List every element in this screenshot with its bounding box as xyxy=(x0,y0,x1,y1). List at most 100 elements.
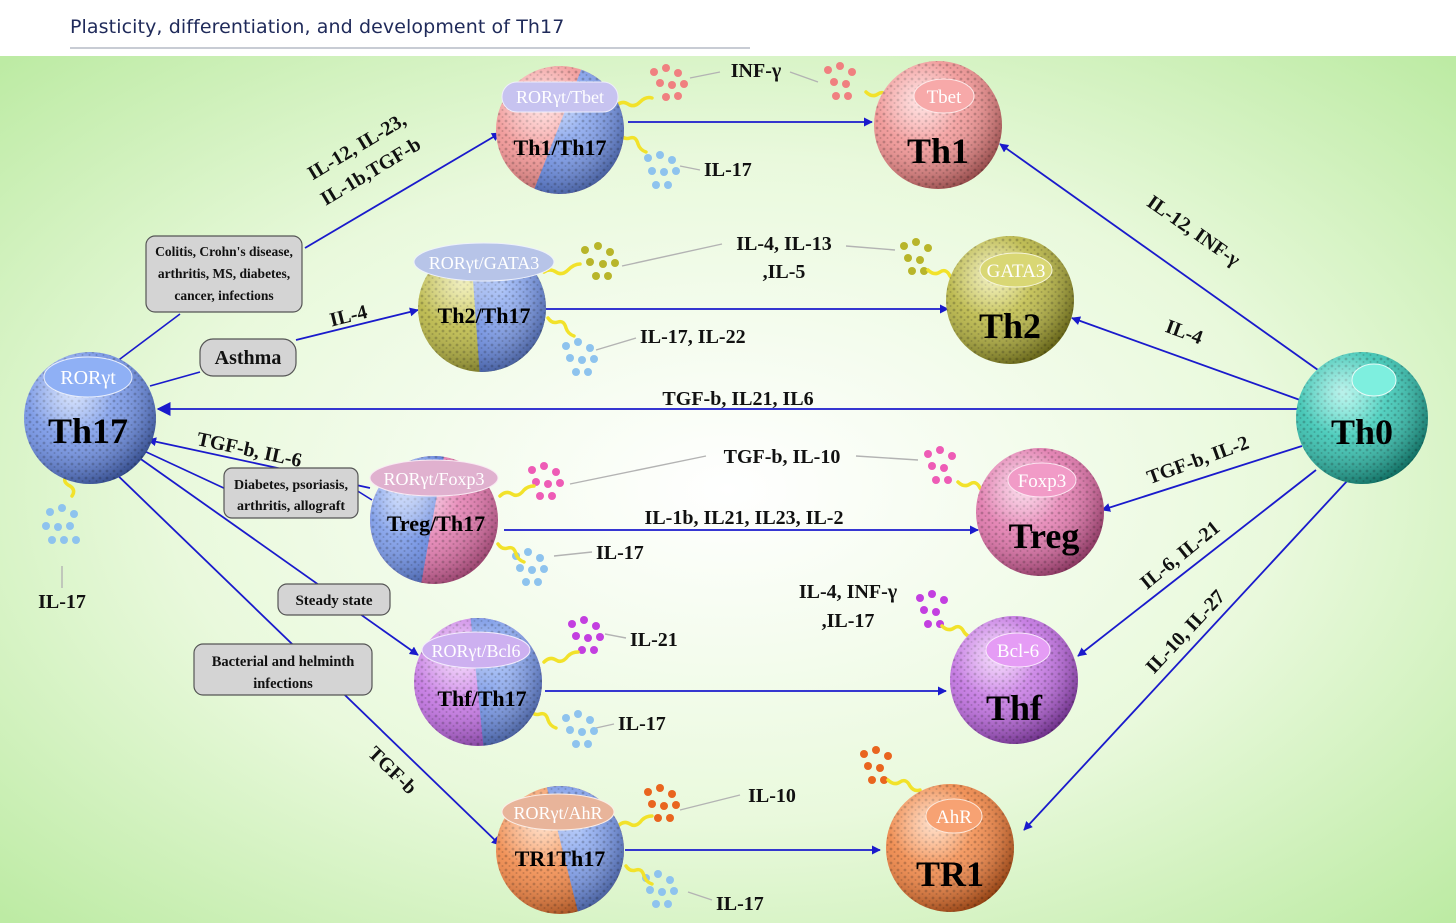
cytokine-tr1-il17: IL-17 xyxy=(716,893,764,915)
cell-th17-name: Th17 xyxy=(48,411,128,451)
particles-th1th17-inf xyxy=(650,64,688,101)
header-rule xyxy=(70,47,750,49)
particles-th1-inf xyxy=(824,62,856,100)
page-title: Plasticity, differentiation, and develop… xyxy=(70,16,565,38)
figure-header: Plasticity, differentiation, and develop… xyxy=(0,0,1456,56)
cytokine-particles xyxy=(42,62,956,908)
condition-boxes: Colitis, Crohn's disease, arthritis, MS,… xyxy=(145,235,391,696)
cytokine-treg-tgf: TGF-b, IL-10 xyxy=(724,446,841,468)
cell-th1-name: Th1 xyxy=(907,131,969,171)
cell-th2-marker: GATA3 xyxy=(987,261,1046,282)
cytokine-th17-il17: IL-17 xyxy=(38,591,86,613)
particles-th2-il4 xyxy=(900,238,932,275)
particles-thfth17-il21 xyxy=(568,616,604,654)
particles-tr1th17-il10 xyxy=(644,784,680,822)
cytokine-pointers xyxy=(61,71,919,901)
cell-tr1th17-marker: RORγt/AhR xyxy=(514,803,603,823)
cell-thf-name: Thf xyxy=(986,688,1043,728)
label-th0-th17: TGF-b, IL21, IL6 xyxy=(662,388,813,410)
particles-thf-il4 xyxy=(916,590,948,628)
cell-th2: GATA3 Th2 xyxy=(946,236,1074,364)
cell-treg-marker: Foxp3 xyxy=(1018,471,1067,492)
cytokine-th2-il17: IL-17, IL-22 xyxy=(640,326,746,348)
cell-tr1th17-name: TR1Th17 xyxy=(515,846,605,871)
diagram-background xyxy=(0,56,1456,923)
cell-tr1th17: RORγt/AhR TR1Th17 xyxy=(496,786,624,914)
secretion-signals xyxy=(62,90,992,886)
box-bacterial-line-1: Bacterial and helminth xyxy=(212,654,355,670)
cytokine-thf-il21: IL-21 xyxy=(630,629,678,651)
cell-tr1-name: TR1 xyxy=(916,854,984,894)
particles-th2th17-il4 xyxy=(581,242,619,280)
cytokine-th2-il5: ,IL-5 xyxy=(763,261,806,283)
cell-th2th17: RORγt/GATA3 Th2/Th17 xyxy=(413,242,555,372)
arrow-th0-to-th2 xyxy=(1071,316,1301,401)
cell-th1: Tbet Th1 xyxy=(874,61,1002,189)
arrows xyxy=(109,117,1349,855)
cell-th17-marker: RORγt xyxy=(60,367,116,389)
th17-plasticity-diagram: Colitis, Crohn's disease, arthritis, MS,… xyxy=(0,56,1456,923)
box-colitis-line-3: cancer, infections xyxy=(174,288,273,303)
cytokine-thf-il17b: ,IL-17 xyxy=(822,610,875,632)
cell-th1th17-marker: RORγt/Tbet xyxy=(516,87,604,107)
cell-th1th17-name: Th1/Th17 xyxy=(514,135,607,160)
cytokine-thf-il4: IL-4, INF-γ xyxy=(799,581,898,603)
particles-treg-tgf xyxy=(924,446,956,484)
cytokine-tr1-il10: IL-10 xyxy=(748,785,796,807)
cytokine-th2-il4: IL-4, IL-13 xyxy=(736,233,832,255)
particles-th1th17-il17 xyxy=(644,151,680,189)
box-diabetes-line-2: arthritis, allograft xyxy=(237,499,345,514)
cell-tregth17: RORγt/Foxp3 Treg/Th17 xyxy=(369,456,499,584)
cell-tregth17-name: Treg/Th17 xyxy=(387,511,485,536)
cell-th1th17: RORγt/Tbet Th1/Th17 xyxy=(496,66,624,194)
cell-th2-name: Th2 xyxy=(979,306,1041,346)
particles-tr1-il10 xyxy=(860,746,892,784)
particles-tregth17-il17 xyxy=(512,548,548,586)
cytokine-thf-il17: IL-17 xyxy=(618,713,666,735)
box-connectors xyxy=(107,313,373,501)
particles-thfth17-il17 xyxy=(562,710,598,748)
cytokine-treg-il17: IL-17 xyxy=(596,542,644,564)
cell-treg-name: Treg xyxy=(1009,516,1080,556)
cell-th2th17-name: Th2/Th17 xyxy=(438,303,531,328)
cell-thf: Bcl-6 Thf xyxy=(950,616,1078,744)
cytokine-th1-il17: IL-17 xyxy=(704,159,752,181)
arrow-th17-to-th1th17 xyxy=(304,132,501,249)
cell-th2th17-marker: RORγt/GATA3 xyxy=(429,253,540,273)
arrow-th0-to-tr1 xyxy=(1023,479,1349,831)
label-tregth17-treg: IL-1b, IL21, IL23, IL-2 xyxy=(645,507,844,529)
box-steady-label: Steady state xyxy=(295,593,372,609)
box-colitis: Colitis, Crohn's disease, arthritis, MS,… xyxy=(145,235,303,313)
box-colitis-line-2: arthritis, MS, diabetes, xyxy=(158,266,290,281)
box-colitis-line-1: Colitis, Crohn's disease, xyxy=(155,244,293,259)
box-diabetes: Diabetes, psoriasis, arthritis, allograf… xyxy=(223,467,359,519)
cells: RORγt Th17 Th0 Tbet Th1 GATA3 Th2 xyxy=(24,61,1428,914)
cell-thfth17-marker: RORγt/Bcl6 xyxy=(432,641,521,661)
cell-th0-name: Th0 xyxy=(1331,412,1393,452)
cell-tregth17-marker: RORγt/Foxp3 xyxy=(384,469,485,489)
box-bacterial: Bacterial and helminth infections xyxy=(193,643,373,696)
arrow-th0-to-treg xyxy=(1101,445,1303,512)
cytokine-th1-inf: INF-γ xyxy=(731,60,782,82)
cell-th1-marker: Tbet xyxy=(927,87,963,108)
box-steady-state: Steady state xyxy=(277,583,391,616)
box-diabetes-line-1: Diabetes, psoriasis, xyxy=(234,478,348,493)
cell-treg: Foxp3 Treg xyxy=(976,448,1104,576)
box-asthma: Asthma xyxy=(199,338,297,377)
cell-thfth17: RORγt/Bcl6 Thf/Th17 xyxy=(414,618,542,746)
particles-th2th17-il17 xyxy=(562,338,598,376)
cell-thfth17-name: Thf/Th17 xyxy=(437,686,526,711)
particles-th17-il17 xyxy=(42,504,80,544)
box-asthma-label: Asthma xyxy=(215,347,282,369)
arrow-th0-to-th1 xyxy=(999,143,1319,371)
cell-th17: RORγt Th17 xyxy=(24,352,156,484)
cell-th0: Th0 xyxy=(1296,352,1428,484)
cell-tr1: AhR TR1 xyxy=(886,784,1014,912)
cell-thf-marker: Bcl-6 xyxy=(997,641,1039,662)
box-bacterial-line-2: infections xyxy=(253,676,313,692)
particles-tregth17-tgf xyxy=(528,462,564,500)
arrow-th0-to-thf xyxy=(1077,469,1317,657)
arrow-th17-to-thfth17 xyxy=(127,449,419,656)
arrow-th17-to-th2th17 xyxy=(295,307,419,341)
cell-tr1-marker: AhR xyxy=(936,807,972,828)
